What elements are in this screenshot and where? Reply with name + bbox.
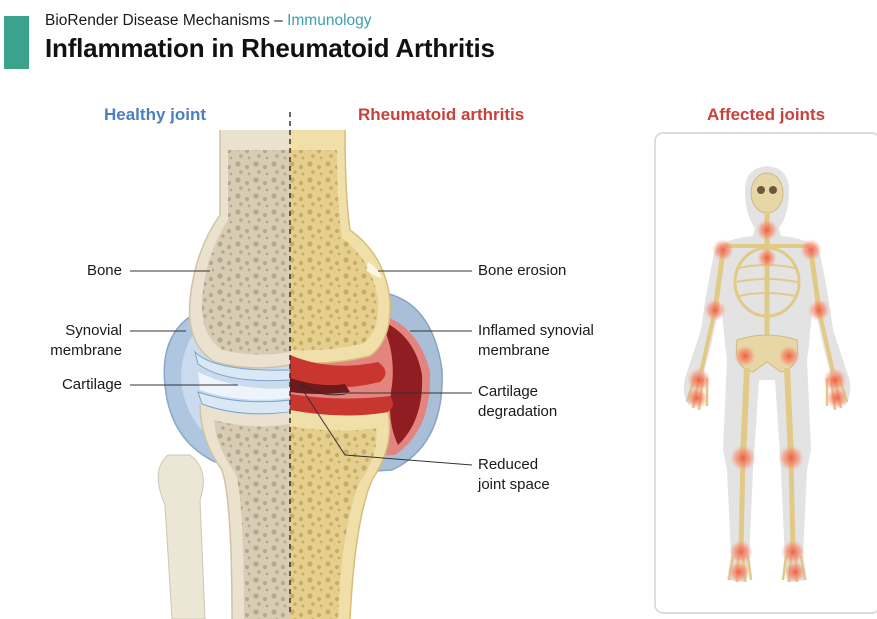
label-synovial-membrane: Synovial membrane [40, 321, 122, 361]
label-bone-erosion: Bone erosion [478, 261, 566, 281]
label-inflamed-synovial-membrane: Inflamed synovial membrane [478, 321, 594, 361]
healthy-joint-illustration [158, 130, 290, 619]
label-bone: Bone [60, 261, 122, 281]
label-cartilage: Cartilage [40, 375, 122, 395]
label-reduced-joint-space: Reduced joint space [478, 455, 550, 495]
label-cartilage-degradation: Cartilage degradation [478, 382, 557, 422]
ra-joint-illustration [290, 130, 442, 619]
